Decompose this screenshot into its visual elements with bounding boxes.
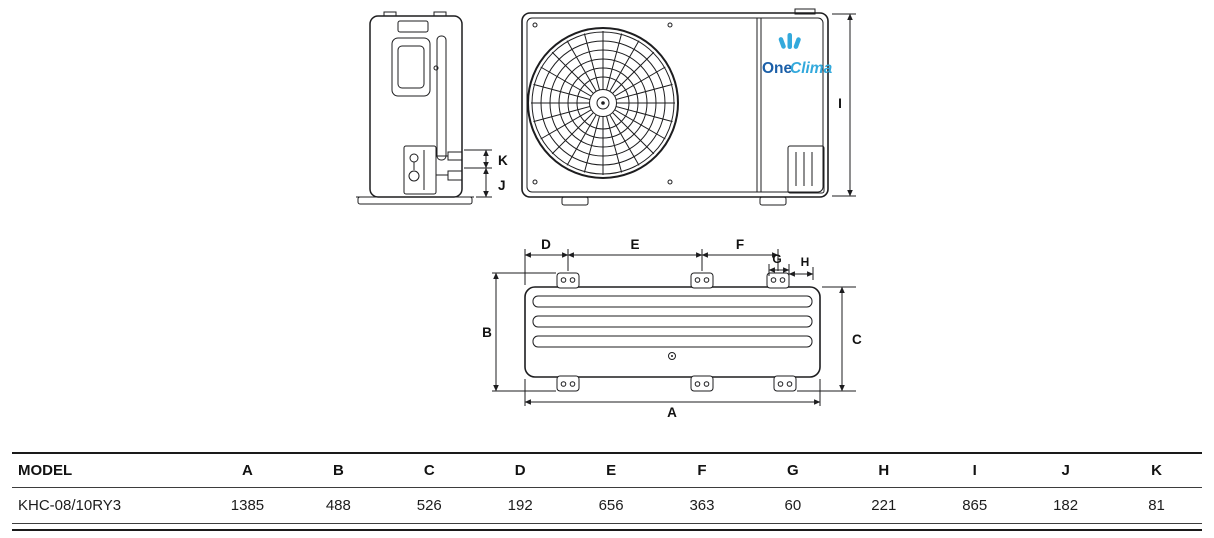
cell-e: 656	[565, 487, 657, 524]
mounting-brackets-bottom	[556, 375, 797, 392]
col-header-c: C	[383, 452, 475, 488]
col-header-j: J	[1020, 452, 1112, 488]
col-header-d: D	[474, 452, 566, 488]
dim-label-g: G	[772, 252, 781, 266]
screw-icon	[667, 179, 673, 185]
dim-label-f: F	[736, 237, 744, 252]
electrical-box	[787, 145, 825, 194]
dim-label-d: D	[541, 237, 551, 252]
top-body	[524, 286, 821, 378]
valve-icon	[409, 153, 419, 163]
cell-c: 526	[383, 487, 475, 524]
cell-a: 1385	[202, 487, 293, 524]
screw-icon	[433, 65, 439, 71]
brand-logo-icon	[778, 33, 801, 49]
table-row: KHC-08/10RY3 1385 488 526 192 656 363 60…	[12, 487, 1202, 524]
col-header-g: G	[747, 452, 839, 488]
foot	[561, 196, 589, 206]
dim-kj	[464, 149, 492, 198]
col-header-b: B	[292, 452, 384, 488]
drain-mark-icon	[668, 352, 676, 360]
cell-b: 488	[292, 487, 384, 524]
slat	[532, 295, 813, 308]
top-tab	[794, 8, 816, 15]
foot	[759, 196, 787, 206]
dimension-diagram: One Clima	[356, 8, 862, 420]
col-header-a: A	[202, 452, 293, 488]
cell-g: 60	[747, 487, 839, 524]
cell-j: 182	[1020, 487, 1112, 524]
side-handle	[436, 35, 447, 161]
dimensions-table: MODEL A B C D E F G H I J K KHC-08/10RY3…	[12, 452, 1202, 524]
col-header-e: E	[565, 452, 657, 488]
pipe-connector	[447, 151, 463, 161]
top-view	[524, 272, 821, 392]
side-panel-window	[397, 45, 425, 89]
dim-label-j: J	[498, 178, 506, 193]
side-base	[357, 196, 473, 205]
col-header-h: H	[838, 452, 930, 488]
table-header-row: MODEL A B C D E F G H I J K	[12, 452, 1202, 488]
dim-c	[797, 286, 856, 392]
dim-label-e: E	[630, 237, 639, 252]
mounting-brackets-top	[556, 272, 790, 289]
dim-label-c: C	[852, 332, 862, 347]
front-view: One Clima	[521, 8, 833, 206]
cell-d: 192	[474, 487, 566, 524]
slat	[532, 315, 813, 328]
brand-logo: One Clima	[762, 33, 833, 77]
front-body-inner	[526, 17, 824, 193]
screw-icon	[532, 22, 538, 28]
col-header-k: K	[1111, 452, 1202, 488]
cell-h: 221	[838, 487, 930, 524]
side-body	[369, 15, 463, 198]
valve-icon	[408, 170, 420, 182]
dim-defgh	[524, 249, 814, 285]
col-header-f: F	[656, 452, 748, 488]
col-header-model: MODEL	[12, 452, 202, 488]
screw-icon	[667, 22, 673, 28]
dim-b	[492, 272, 556, 392]
slat	[532, 335, 813, 348]
valve-box	[403, 145, 437, 195]
brand-logo-clima: Clima	[790, 60, 833, 77]
dim-label-a: A	[667, 405, 677, 420]
dim-label-i: I	[838, 96, 842, 111]
dim-label-k: K	[498, 153, 508, 168]
technical-drawing: One Clima	[356, 8, 862, 420]
front-body	[521, 12, 829, 198]
dim-label-h: H	[801, 255, 810, 269]
dim-a	[524, 379, 821, 406]
brand-logo-one: One	[762, 60, 793, 77]
cell-i: 865	[929, 487, 1021, 524]
cell-model: KHC-08/10RY3	[12, 487, 202, 524]
side-upper-panel	[391, 37, 431, 97]
fan-bezel	[527, 27, 679, 179]
side-view	[356, 11, 474, 205]
screw-icon	[532, 179, 538, 185]
pipe-connector	[447, 170, 463, 181]
fan-grille	[527, 27, 679, 179]
dim-i	[832, 13, 856, 197]
cell-f: 363	[656, 487, 748, 524]
side-top-vent	[397, 20, 429, 33]
table-bottom-rule	[12, 529, 1202, 531]
dim-label-b: B	[482, 325, 492, 340]
cell-k: 81	[1111, 487, 1202, 524]
col-header-i: I	[929, 452, 1021, 488]
